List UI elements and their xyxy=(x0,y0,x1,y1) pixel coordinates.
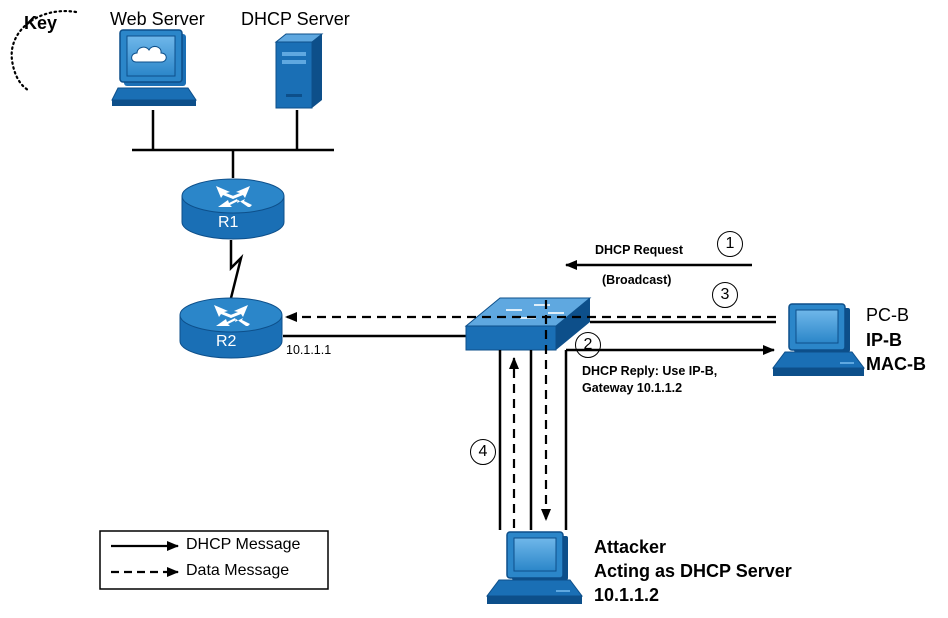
r2-ip-label: 10.1.1.1 xyxy=(286,343,332,357)
legend-dhcp-message-label: DHCP Message xyxy=(186,536,301,553)
pc-b-name-label: PC-B xyxy=(866,305,910,325)
attacker-label-line1: Attacker xyxy=(594,537,667,557)
dhcp-request-label: DHCP Request xyxy=(595,243,683,257)
dhcp-server-label: DHCP Server xyxy=(241,9,350,29)
router-r2-label: R2 xyxy=(216,333,237,350)
pc-b-mac-label: MAC-B xyxy=(866,354,926,374)
dhcp-reply-label-line1: DHCP Reply: Use IP-B, xyxy=(582,364,718,378)
dhcp-server-icon xyxy=(274,33,324,109)
switch-icon xyxy=(464,297,592,351)
attacker-label-line3: 10.1.1.2 xyxy=(594,585,660,605)
router-r1-label: R1 xyxy=(218,214,239,231)
step-2-marker: 2 xyxy=(575,332,601,358)
router-r1-icon xyxy=(181,178,285,240)
dhcp-reply-label-line2: Gateway 10.1.1.2 xyxy=(582,381,683,395)
key-label: Key xyxy=(24,13,58,33)
key-dotted-arc xyxy=(10,9,78,92)
attacker-pc-icon xyxy=(486,531,583,604)
web-server-icon xyxy=(111,29,197,106)
broadcast-label: (Broadcast) xyxy=(602,273,672,287)
pc-b-icon xyxy=(772,303,865,376)
step-4-marker: 4 xyxy=(470,439,496,465)
step-3-marker: 3 xyxy=(712,282,738,308)
pc-b-ip-label: IP-B xyxy=(866,330,902,350)
attacker-label-line2: Acting as DHCP Server xyxy=(594,561,792,581)
serial-link xyxy=(229,240,244,300)
legend-data-message-label: Data Message xyxy=(186,562,290,579)
legend-box xyxy=(99,530,329,590)
web-server-label: Web Server xyxy=(110,9,205,29)
router-r2-icon xyxy=(179,297,283,359)
step-1-marker: 1 xyxy=(717,231,743,257)
lan-segment xyxy=(132,110,334,178)
